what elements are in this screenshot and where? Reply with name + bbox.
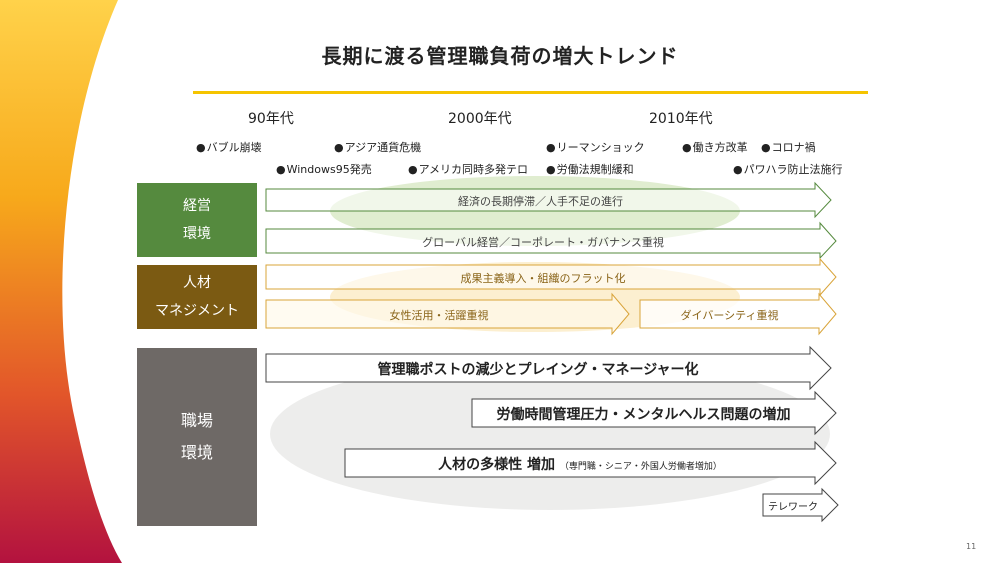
event-labor-deregulation: ●労働法規制緩和	[546, 161, 634, 177]
arrow-label-economic: 経済の長期停滞／人手不足の進行	[458, 195, 623, 208]
bullet-icon: ●	[733, 163, 743, 176]
decade-2000s: 2000年代	[448, 111, 512, 127]
arrow-talent-diversity	[344, 440, 837, 486]
arrow-label-talent-diversity: 人材の多様性 増加 （専門職・シニア・外国人労働者増加）	[345, 454, 815, 474]
bullet-icon: ●	[546, 163, 556, 176]
event-bubble-collapse: ●バブル崩壊	[196, 139, 262, 155]
page-number: 11	[966, 542, 977, 551]
event-label: 労働法規制緩和	[556, 163, 634, 176]
event-label: パワハラ防止法施行	[743, 163, 843, 176]
arrow-label-fewer-posts: 管理職ポストの減少とプレイング・マネージャー化	[377, 362, 699, 378]
arrow-women-empowerment	[265, 292, 630, 336]
event-label: アジア通貨危機	[344, 141, 422, 154]
arrow-label-talent-main: 人材の多様性 増加	[438, 457, 555, 473]
decorative-swoosh	[0, 0, 122, 563]
highlight-ellipse-gray	[270, 358, 830, 510]
category-label: 職場	[180, 411, 213, 430]
category-workplace-environment: 職場 環境	[137, 348, 257, 526]
bullet-icon: ●	[276, 163, 286, 176]
arrow-telework	[762, 487, 839, 523]
arrow-diversity	[639, 292, 837, 336]
decade-90s: 90年代	[248, 111, 294, 127]
category-label: 環境	[183, 226, 211, 242]
arrow-work-hours-pressure	[471, 390, 837, 436]
event-windows95: ●Windows95発売	[276, 161, 372, 177]
bullet-icon: ●	[334, 141, 344, 154]
event-label: バブル崩壊	[206, 141, 262, 154]
event-label: 働き方改革	[692, 141, 748, 154]
event-label: Windows95発売	[286, 163, 372, 176]
event-label: リーマンショック	[556, 141, 645, 154]
arrow-economic-stagnation	[265, 181, 832, 219]
arrow-label-work-hours: 労働時間管理圧力・メンタルヘルス問題の増加	[496, 407, 791, 423]
category-label: 環境	[180, 443, 213, 462]
decade-2010s: 2010年代	[649, 111, 713, 127]
event-lehman: ●リーマンショック	[546, 139, 645, 155]
arrow-label-talent-sub: （専門職・シニア・外国人労働者増加）	[559, 462, 722, 472]
category-label: 人材	[183, 275, 211, 291]
category-label: マネジメント	[155, 303, 239, 319]
event-harassment-law: ●パワハラ防止法施行	[733, 161, 843, 177]
bullet-icon: ●	[196, 141, 206, 154]
arrow-label-diversity: ダイバーシティ重視	[680, 309, 779, 322]
arrow-fewer-posts	[265, 345, 832, 391]
event-label: コロナ禍	[771, 141, 816, 154]
title-underline	[193, 91, 868, 94]
event-label: アメリカ同時多発テロ	[418, 163, 529, 176]
arrow-label-performance: 成果主義導入・組織のフラット化	[460, 272, 626, 285]
bullet-icon: ●	[546, 141, 556, 154]
bullet-icon: ●	[682, 141, 692, 154]
event-workstyle-reform: ●働き方改革	[682, 139, 748, 155]
event-covid: ●コロナ禍	[761, 139, 816, 155]
arrow-label-telework: テレワーク	[768, 502, 818, 513]
slide-title: 長期に渡る管理職負荷の増大トレンド	[321, 44, 679, 68]
bullet-icon: ●	[408, 163, 418, 176]
category-hr-management: 人材 マネジメント	[137, 265, 257, 329]
arrow-label-women: 女性活用・活躍重視	[389, 309, 489, 322]
category-management-environment: 経営 環境	[137, 183, 257, 257]
arrow-global-management	[265, 221, 837, 260]
event-asian-crisis: ●アジア通貨危機	[334, 139, 421, 155]
event-911: ●アメリカ同時多発テロ	[408, 161, 528, 177]
arrow-performance-based	[265, 257, 837, 297]
bullet-icon: ●	[761, 141, 771, 154]
arrow-label-global: グローバル経営／コーポレート・ガバナンス重視	[422, 236, 664, 249]
category-label: 経営	[183, 198, 211, 214]
